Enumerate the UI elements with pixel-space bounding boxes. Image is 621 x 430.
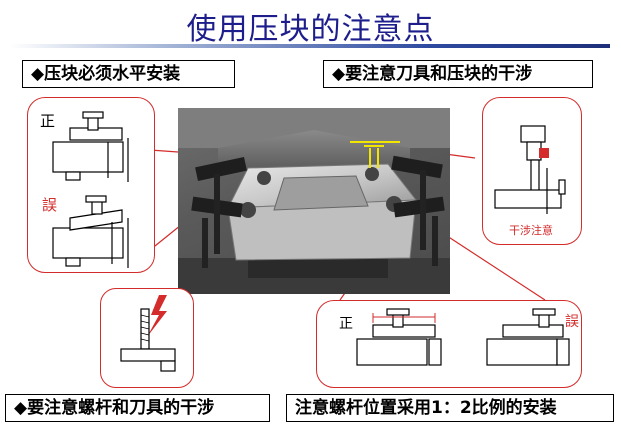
interference-caption: 干涉注意 bbox=[509, 224, 553, 237]
label-tool-clamp-interference: ◆要注意刀具和压块的干涉 bbox=[323, 60, 593, 88]
bolt-callout-bubble bbox=[100, 288, 194, 388]
title-underline bbox=[10, 44, 610, 48]
label-bolt-ratio: 注意螺杆位置采用1：2比例的安装 bbox=[286, 394, 614, 422]
ratio-callout-bubble: 正 誤 bbox=[316, 300, 582, 388]
left-callout-bubble: 正 誤 bbox=[27, 97, 155, 273]
clamp-correct-diagram bbox=[52, 111, 129, 268]
ratio-wrong-label: 誤 bbox=[565, 314, 579, 330]
bolt-lightning-diagram bbox=[120, 295, 176, 372]
machine-photo bbox=[178, 108, 450, 294]
label-clamp-horizontal: ◆压块必须水平安装 bbox=[22, 60, 235, 88]
ratio-diagram bbox=[356, 308, 570, 366]
label-bolt-tool-interference: ◆要注意螺杆和刀具的干涉 bbox=[5, 394, 270, 422]
ratio-correct-label: 正 bbox=[339, 316, 353, 332]
correct-label: 正 bbox=[40, 112, 56, 130]
wrong-label: 誤 bbox=[42, 196, 58, 214]
fixture-illustration bbox=[178, 108, 450, 294]
tool-interference-diagram bbox=[494, 125, 566, 214]
page-title: 使用压块的注意点 bbox=[186, 12, 435, 47]
right-callout-bubble: 干涉注意 bbox=[482, 97, 582, 245]
